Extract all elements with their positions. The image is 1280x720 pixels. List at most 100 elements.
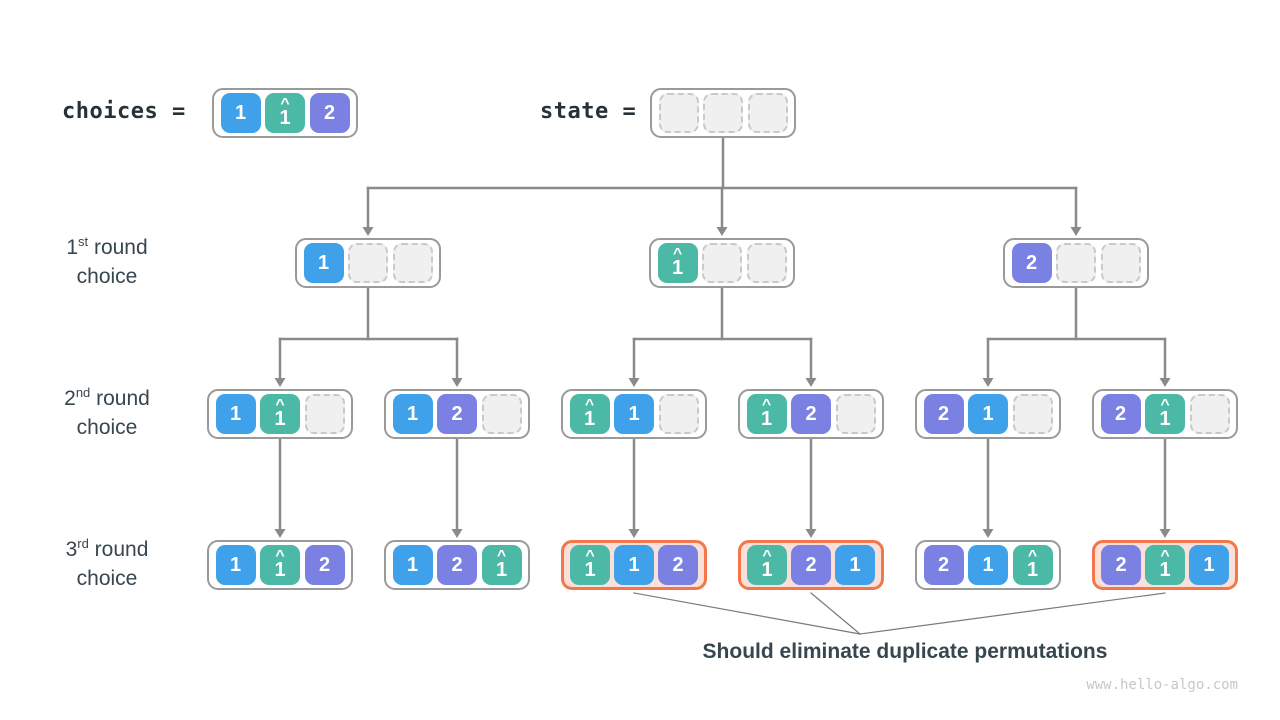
element-value: 2 bbox=[1115, 553, 1127, 576]
empty-slot bbox=[1056, 243, 1096, 283]
element-value: 1 bbox=[1159, 407, 1171, 430]
element-2: 2 bbox=[304, 545, 345, 585]
empty-slot bbox=[392, 243, 433, 283]
hat-mark: ^ bbox=[672, 244, 683, 262]
element-2: 2 bbox=[1101, 545, 1141, 585]
element-value: 1 bbox=[671, 256, 684, 279]
element-value: 1 bbox=[628, 402, 640, 425]
state-box-round2-1: 1^1 bbox=[207, 389, 353, 439]
state-box-initial bbox=[650, 88, 796, 138]
empty-slot bbox=[702, 243, 742, 283]
element-value: 1 bbox=[982, 402, 994, 425]
empty-slot bbox=[1189, 394, 1230, 434]
element-value: 1 bbox=[274, 407, 286, 430]
element-2: 2 bbox=[791, 545, 831, 585]
element-value: 2 bbox=[451, 402, 463, 425]
element-1: 1 bbox=[968, 545, 1008, 585]
state-box-round2-4: ^1 2 bbox=[738, 389, 884, 439]
hat-mark: ^ bbox=[275, 395, 285, 413]
element-1: 1 bbox=[614, 545, 654, 585]
state-box-round1-1: 1 bbox=[295, 238, 441, 288]
element-value: 1 bbox=[406, 402, 419, 425]
element-1: 1 bbox=[220, 93, 261, 133]
element-value: 1 bbox=[1203, 553, 1215, 576]
element-1: 1 bbox=[968, 394, 1008, 434]
element-1: 1 bbox=[303, 243, 344, 283]
element-value: 1 bbox=[234, 101, 247, 124]
ordinal-suffix: rd bbox=[77, 536, 89, 551]
element-value: 1 bbox=[317, 251, 330, 274]
element-1-hat: ^1 bbox=[260, 545, 300, 585]
element-value: 2 bbox=[805, 402, 817, 425]
element-2: 2 bbox=[437, 394, 477, 434]
hat-mark: ^ bbox=[762, 546, 772, 564]
element-value: 2 bbox=[323, 101, 336, 124]
element-value: 1 bbox=[583, 407, 596, 430]
element-1-hat: ^1 bbox=[1145, 394, 1185, 434]
element-1: 1 bbox=[392, 394, 433, 434]
hat-mark: ^ bbox=[1027, 546, 1038, 564]
hat-mark: ^ bbox=[584, 395, 595, 413]
element-1: 1 bbox=[614, 394, 654, 434]
element-value: 1 bbox=[406, 553, 419, 576]
element-value: 1 bbox=[495, 558, 508, 581]
element-2: 2 bbox=[437, 545, 477, 585]
state-box-round3-6: 2 ^1 1 bbox=[1092, 540, 1238, 590]
empty-slot bbox=[658, 93, 699, 133]
element-1: 1 bbox=[392, 545, 433, 585]
element-1-hat: ^1 bbox=[260, 394, 300, 434]
choices-label: choices = bbox=[62, 99, 186, 124]
element-2: 2 bbox=[1011, 243, 1052, 283]
empty-slot bbox=[703, 93, 743, 133]
element-1-hat: ^1 bbox=[1145, 545, 1185, 585]
element-value: 2 bbox=[318, 553, 331, 576]
element-value: 2 bbox=[937, 553, 950, 576]
element-value: 1 bbox=[1026, 558, 1039, 581]
ordinal-suffix: st bbox=[78, 234, 89, 249]
ordinal-suffix: nd bbox=[75, 385, 91, 400]
element-value: 1 bbox=[760, 407, 773, 430]
element-1-hat: ^1 bbox=[265, 93, 305, 133]
element-1-hat: ^1 bbox=[1012, 545, 1053, 585]
element-2: 2 bbox=[1100, 394, 1141, 434]
element-value: 2 bbox=[937, 402, 950, 425]
element-1: 1 bbox=[1189, 545, 1229, 585]
hat-mark: ^ bbox=[496, 546, 507, 564]
hat-mark: ^ bbox=[585, 546, 595, 564]
element-value: 1 bbox=[229, 553, 242, 576]
hat-mark: ^ bbox=[761, 395, 772, 413]
empty-slot bbox=[747, 93, 788, 133]
hat-mark: ^ bbox=[1160, 546, 1170, 564]
duplicate-caption: Should eliminate duplicate permutations bbox=[702, 640, 1108, 663]
element-1-hat: ^1 bbox=[569, 394, 610, 434]
empty-slot bbox=[348, 243, 388, 283]
element-value: 2 bbox=[1025, 251, 1038, 274]
empty-slot bbox=[835, 394, 876, 434]
element-2: 2 bbox=[923, 545, 964, 585]
state-box-round1-2: ^1 bbox=[649, 238, 795, 288]
element-1-hat: ^1 bbox=[657, 243, 698, 283]
element-value: 1 bbox=[279, 106, 291, 129]
element-value: 2 bbox=[1114, 402, 1127, 425]
element-value: 1 bbox=[274, 558, 286, 581]
element-1: 1 bbox=[215, 545, 256, 585]
hat-mark: ^ bbox=[280, 94, 290, 112]
element-1-hat: ^1 bbox=[747, 545, 787, 585]
element-2: 2 bbox=[923, 394, 964, 434]
empty-slot bbox=[1012, 394, 1053, 434]
element-1: 1 bbox=[215, 394, 256, 434]
empty-slot bbox=[304, 394, 345, 434]
element-value: 1 bbox=[849, 553, 861, 576]
element-value: 1 bbox=[982, 553, 994, 576]
